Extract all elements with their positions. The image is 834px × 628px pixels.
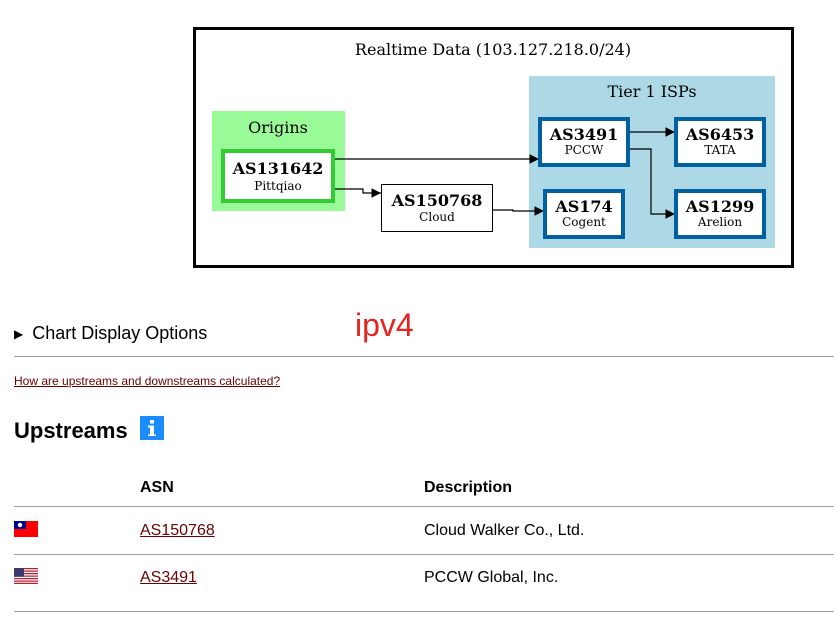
svg-text:AS174: AS174 — [554, 197, 612, 216]
node-as6453[interactable]: AS6453 TATA — [674, 117, 766, 167]
svg-text:Cogent: Cogent — [562, 215, 606, 229]
divider — [14, 356, 834, 357]
svg-text:Pittqiao: Pittqiao — [254, 179, 301, 193]
edge-as3491-as1299 — [628, 148, 675, 219]
svg-text:AS3491: AS3491 — [549, 125, 619, 144]
tier1-cluster-label: Tier 1 ISPs — [607, 82, 696, 101]
as-path-graph: Realtime Data (103.127.218.0/24) Origins… — [193, 27, 794, 268]
table-header-divider — [14, 506, 834, 507]
upstreams-help-link[interactable]: How are upstreams and downstreams calcul… — [14, 374, 281, 388]
chart-display-options-toggle[interactable]: ▶ Chart Display Options — [14, 323, 207, 344]
svg-text:AS1299: AS1299 — [685, 197, 755, 216]
edge-as150768-as174 — [493, 206, 544, 216]
asn-description: PCCW Global, Inc. — [424, 569, 559, 586]
ipv4-annotation: ipv4 — [355, 307, 414, 343]
disclosure-triangle-icon: ▶ — [14, 326, 24, 341]
node-as174[interactable]: AS174 Cogent — [543, 189, 625, 239]
info-icon[interactable] — [140, 416, 164, 440]
row-divider — [14, 611, 834, 612]
svg-text:PCCW: PCCW — [565, 143, 604, 157]
node-as3491[interactable]: AS3491 PCCW — [538, 117, 630, 167]
svg-text:TATA: TATA — [704, 143, 736, 157]
upstreams-heading: Upstreams — [14, 418, 128, 443]
graph-title: Realtime Data (103.127.218.0/24) — [355, 40, 631, 59]
svg-text:Cloud: Cloud — [419, 210, 455, 224]
origins-cluster-label: Origins — [248, 118, 308, 137]
svg-text:AS131642: AS131642 — [232, 159, 324, 178]
node-as131642[interactable]: AS131642 Pittqiao — [221, 149, 335, 203]
asn-link[interactable]: AS3491 — [140, 569, 197, 586]
node-as1299[interactable]: AS1299 Arelion — [674, 189, 766, 239]
edge-as131642-as150768 — [333, 188, 381, 198]
chart-display-options-label: Chart Display Options — [32, 323, 208, 343]
taiwan-flag-icon — [14, 521, 38, 537]
svg-text:AS6453: AS6453 — [685, 125, 755, 144]
column-header-asn: ASN — [140, 479, 174, 496]
column-header-description: Description — [424, 479, 513, 496]
asn-link[interactable]: AS150768 — [140, 522, 215, 539]
row-divider — [14, 554, 834, 555]
svg-text:Arelion: Arelion — [697, 215, 742, 229]
node-as150768[interactable]: AS150768 Cloud — [381, 184, 493, 232]
svg-text:AS150768: AS150768 — [391, 191, 483, 210]
usa-flag-icon — [14, 568, 38, 584]
asn-description: Cloud Walker Co., Ltd. — [424, 522, 585, 539]
